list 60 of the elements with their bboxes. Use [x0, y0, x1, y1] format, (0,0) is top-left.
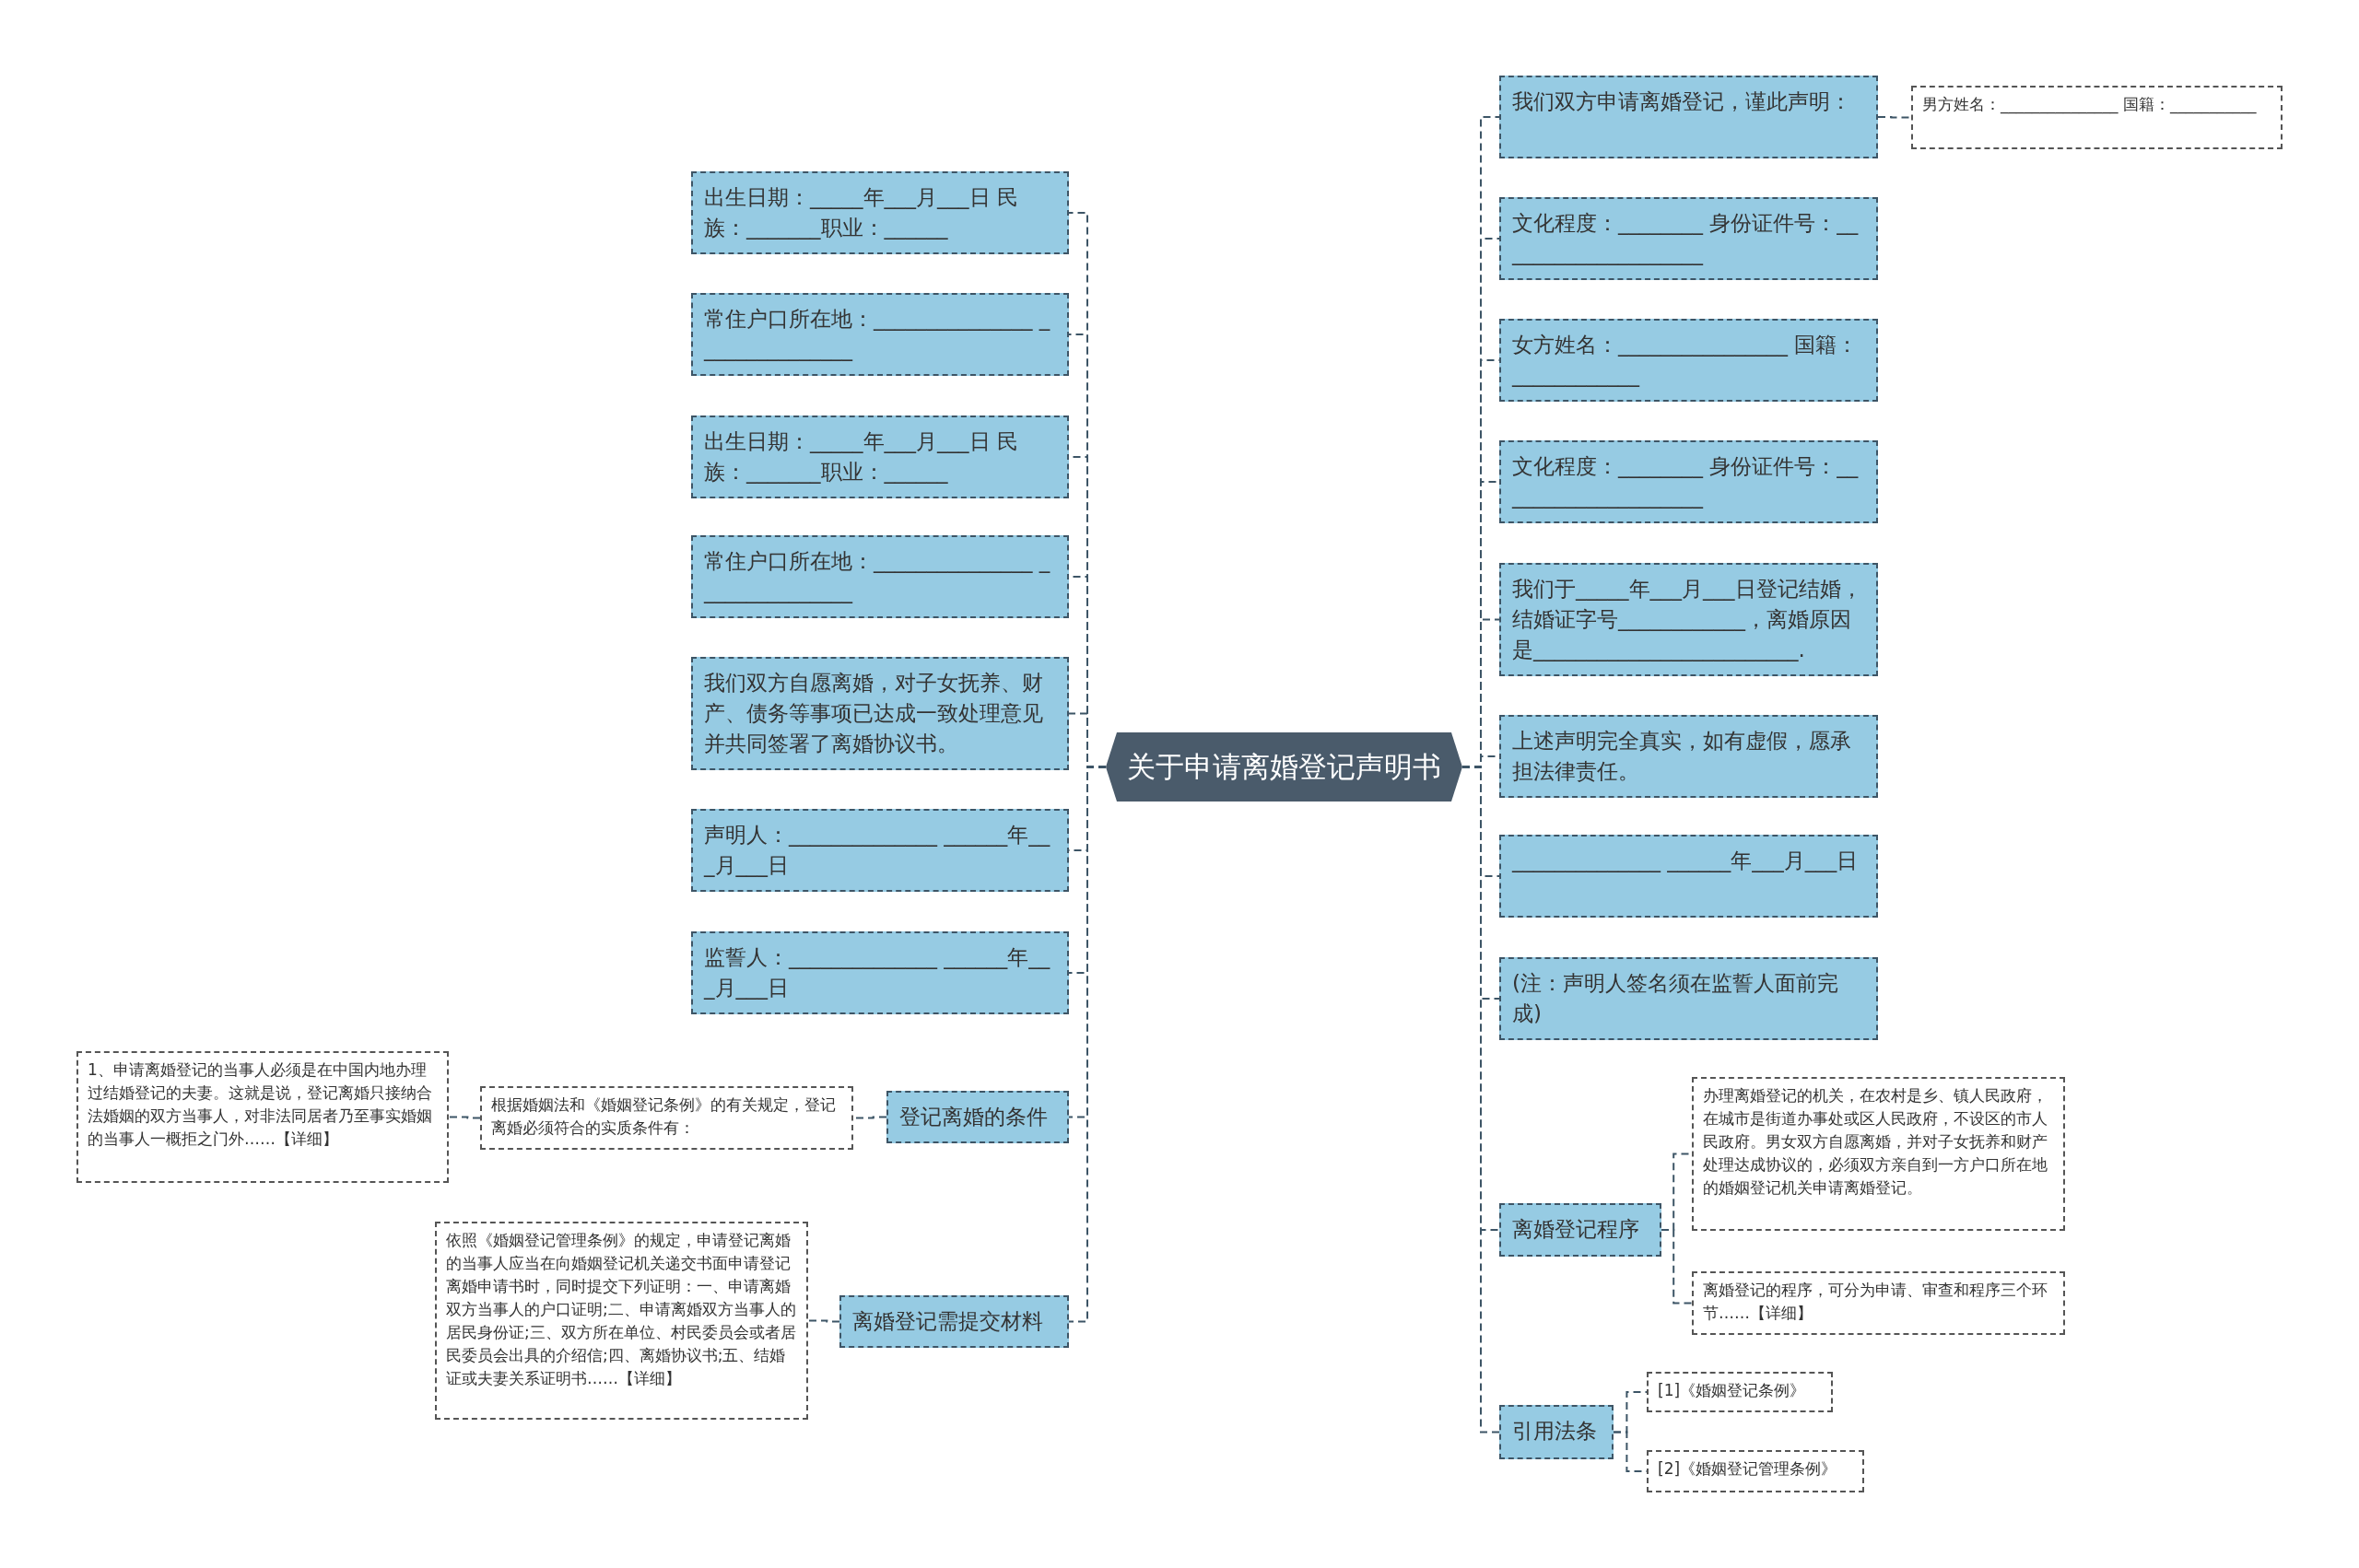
- connector-line: [807, 1319, 840, 1323]
- topic-text: 出生日期：_____年___月___日 民族：_______职业：______: [704, 184, 1019, 241]
- topic-box: [1499, 957, 1878, 1040]
- topic-text: 我们双方申请离婚登记，谨此声明：: [1512, 88, 1852, 115]
- topic-text: ______________ ______年___月___日: [1512, 848, 1860, 874]
- topic-box: [691, 657, 1069, 770]
- note-box: [1911, 86, 2283, 149]
- topic-box: [1499, 76, 1878, 158]
- topic-box: [1499, 715, 1878, 798]
- topic-box: [839, 1295, 1069, 1348]
- topic-text: 登记离婚的条件: [899, 1104, 1049, 1130]
- topic-box: [886, 1091, 1069, 1143]
- topic-text: 上述声明完全真实，如有虚假，愿承担法律责任。: [1512, 728, 1852, 785]
- topic-text: 声明人：______________ ______年___月___日: [704, 822, 1051, 879]
- note-box: [480, 1086, 853, 1150]
- topic-text: 引用法条: [1512, 1418, 1598, 1445]
- note-box: [1692, 1077, 2065, 1231]
- topic-text: 女方姓名：________________ 国籍：____________: [1512, 332, 1860, 389]
- topic-text: 常住户口所在地：_______________ _______________: [704, 548, 1051, 605]
- topic-box: [691, 535, 1069, 618]
- topic-text: 监誓人：______________ ______年___月___日: [704, 944, 1051, 1001]
- topic-text: 男方姓名：_______________ 国籍：___________: [1922, 94, 2258, 116]
- note-box: [1647, 1450, 1864, 1492]
- topic-text: [2]《婚姻登记管理条例》: [1658, 1458, 1838, 1480]
- topic-text: [1]《婚姻登记条例》: [1658, 1380, 1807, 1401]
- topic-box: [691, 415, 1069, 498]
- topic-box: [1499, 1405, 1614, 1459]
- topic-box: [691, 171, 1069, 254]
- topic-text: 出生日期：_____年___月___日 民族：_______职业：______: [704, 428, 1019, 486]
- note-box: [435, 1222, 808, 1420]
- connector-line: [1661, 1229, 1693, 1305]
- topic-box: [691, 809, 1069, 892]
- topic-text: 根据婚姻法和《婚姻登记条例》的有关规定，登记离婚必须符合的实质条件有：: [491, 1094, 837, 1139]
- topic-text: 文化程度：________ 身份证件号：____________________: [1512, 453, 1860, 510]
- topic-box: [1499, 197, 1878, 280]
- topic-text: 常住户口所在地：_______________ _______________: [704, 306, 1051, 363]
- note-box: [76, 1051, 449, 1183]
- topic-text: (注：声明人签名须在监誓人面前完成): [1512, 970, 1839, 1027]
- topic-text: 离婚登记程序: [1512, 1216, 1640, 1243]
- topic-text: 文化程度：________ 身份证件号：____________________: [1512, 210, 1860, 267]
- topic-hexagon: [1106, 732, 1462, 802]
- topic-text: 依照《婚姻登记管理条例》的规定，申请登记离婚的当事人应当在向婚姻登记机关递交书面申请登记离婚申请书时，同时提交下列证明：一、申请离婚双方当事人的户口证明;二、申请离婚双方当事人的居民身份证;三、双方所在单位、村民委员会或者居民委员会出具的介绍信;四、离婚协议书;五、结婚证或夫妻关系证明书……【详细】: [446, 1230, 797, 1389]
- topic-text: 1、申请离婚登记的当事人必须是在中国内地办理过结婚登记的夫妻。这就是说，登记离婚只接纳合法婚姻的双方当事人，对非法同居者乃至事实婚姻的当事人一概拒之门外……【详细】: [88, 1059, 433, 1150]
- topic-box: [1499, 440, 1878, 523]
- topic-text: 关于申请离婚登记声明书: [1127, 748, 1441, 785]
- topic-box: [691, 931, 1069, 1014]
- topic-text: 我们双方自愿离婚，对子女抚养、财产、债务等事项已达成一致处理意见并共同签署了离婚协议书。: [704, 670, 1044, 757]
- topic-box: [1499, 1203, 1661, 1257]
- topic-text: 办理离婚登记的机关，在农村是乡、镇人民政府，在城市是街道办事处或区人民政府，不设区的市人民政府。男女双方自愿离婚，并对子女抚养和财产处理达成协议的，必须双方亲自到一方户口所在地的婚姻登记机关申请离婚登记。: [1703, 1085, 2048, 1199]
- topic-text: 我们于_____年___月___日登记结婚，结婚证字号____________，离婚原因是_________________________.: [1512, 576, 1863, 663]
- connector-line: [448, 1116, 481, 1119]
- topic-text: 离婚登记的程序，可分为申请、审查和程序三个环节……【详细】: [1703, 1280, 2048, 1324]
- note-box: [1692, 1271, 2065, 1335]
- note-box: [1647, 1372, 1833, 1412]
- topic-box: [1499, 319, 1878, 402]
- topic-text: 离婚登记需提交材料: [852, 1308, 1044, 1335]
- topic-box: [1499, 563, 1878, 676]
- topic-box: [1499, 835, 1878, 918]
- topic-box: [691, 293, 1069, 376]
- connector-line: [1877, 116, 1912, 119]
